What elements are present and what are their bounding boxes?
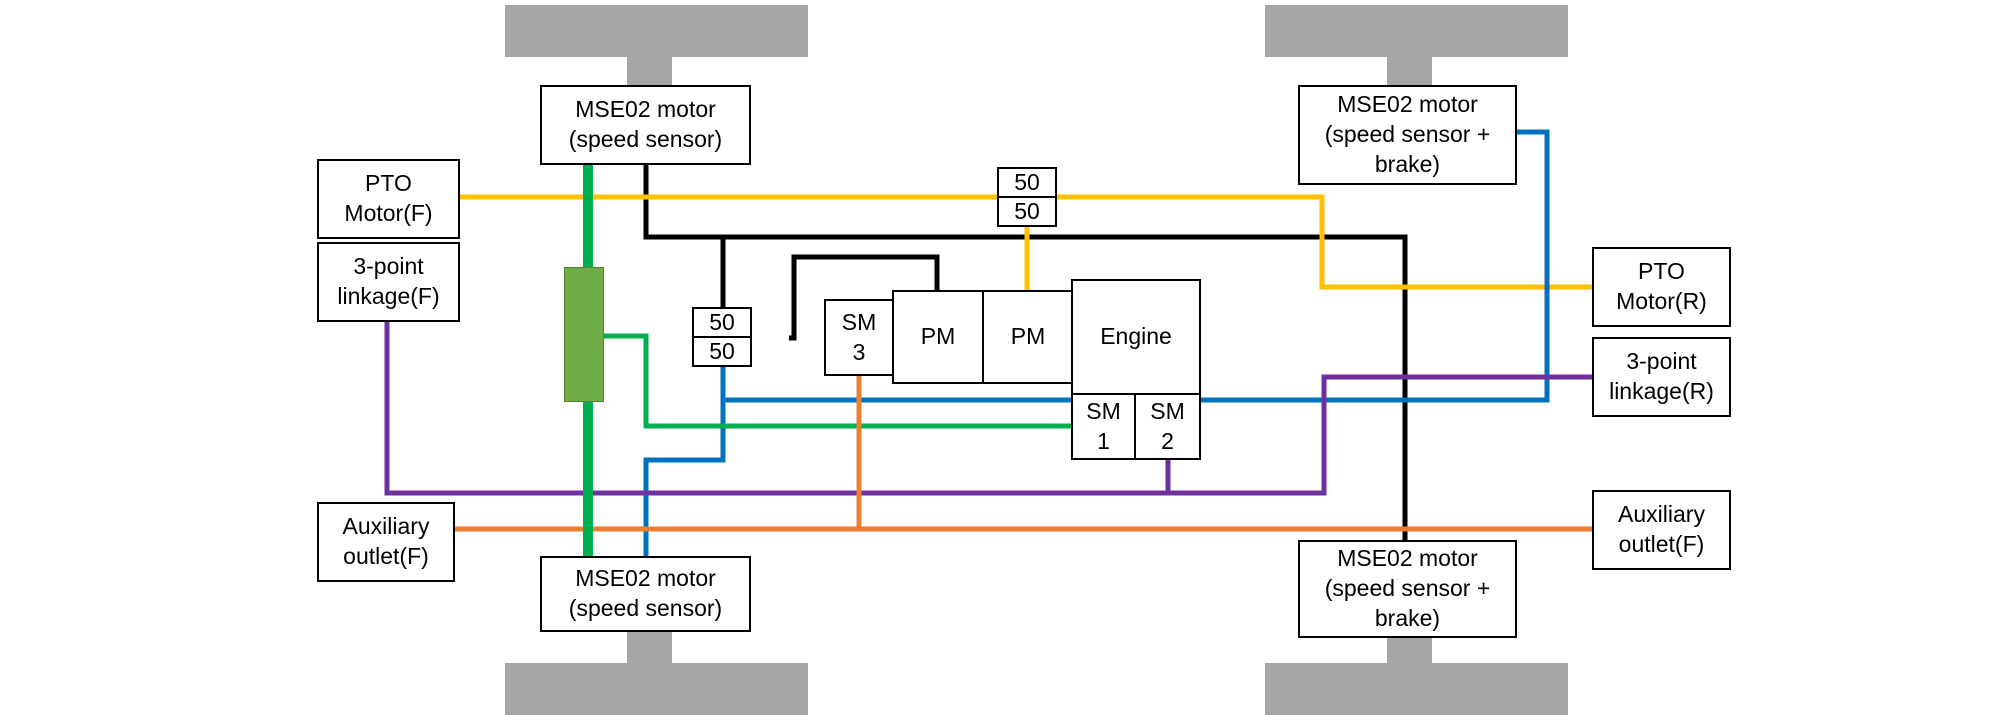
motor-front-left-box: MSE02 motor (speed sensor) [540, 85, 751, 165]
pto-motor-front-box: PTO Motor(F) [317, 159, 460, 239]
sm2-box: SM 2 [1134, 393, 1201, 460]
sm3-box: SM 3 [824, 299, 894, 376]
blue-line-rear [643, 367, 726, 556]
wheel-rear-right-tire [1265, 663, 1568, 715]
wheel-front-left-tire [505, 5, 808, 57]
pm-box-2: PM [982, 290, 1074, 384]
wheel-rear-left-tire [505, 663, 808, 715]
three-point-linkage-rear-box: 3-point linkage(R) [1592, 337, 1731, 417]
auxiliary-outlet-front-box: Auxiliary outlet(F) [317, 502, 455, 582]
splitter-top-upper-label: 50 [1014, 169, 1040, 195]
motor-rear-right-box: MSE02 motor (speed sensor + brake) [1298, 540, 1517, 638]
blue-line-main [1200, 129, 1550, 403]
wheel-rear-right-hub [1387, 638, 1432, 663]
yellow-pto-line [460, 194, 1592, 290]
pto-motor-rear-box: PTO Motor(R) [1592, 247, 1731, 327]
splitter-left-box: 50 50 [692, 307, 752, 367]
splitter-left-lower-label: 50 [694, 336, 750, 365]
splitter-top-box: 50 50 [997, 167, 1057, 227]
three-point-linkage-front-box: 3-point linkage(F) [317, 242, 460, 322]
black-pm-link-line [789, 254, 940, 341]
motor-front-right-box: MSE02 motor (speed sensor + brake) [1298, 85, 1517, 185]
splitter-left-upper-label: 50 [709, 309, 735, 335]
wheel-rear-left-hub [627, 632, 672, 663]
wheel-front-left-hub [627, 57, 672, 85]
sm1-box: SM 1 [1071, 393, 1136, 460]
splitter-top-lower-label: 50 [999, 196, 1055, 225]
purple-linkage-line [384, 322, 1592, 496]
engine-box: Engine [1071, 279, 1201, 395]
wheel-front-right-tire [1265, 5, 1568, 57]
pm-box-1: PM [892, 290, 984, 384]
motor-rear-left-box: MSE02 motor (speed sensor) [540, 556, 751, 632]
auxiliary-outlet-rear-box: Auxiliary outlet(F) [1592, 490, 1731, 570]
gearbox-block [564, 267, 604, 402]
wheel-front-right-hub [1387, 57, 1432, 85]
